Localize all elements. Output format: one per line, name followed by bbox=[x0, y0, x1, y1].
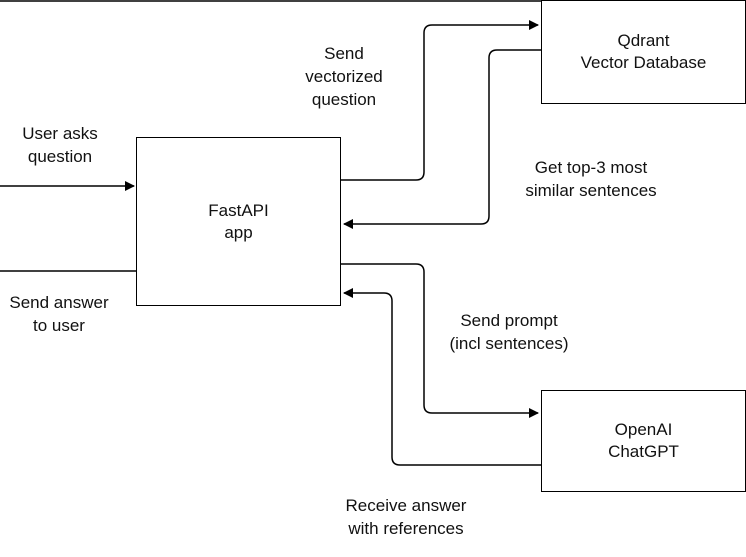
label-send-prompt-line1: Send prompt bbox=[460, 311, 558, 330]
label-user-asks-question: User asks question bbox=[2, 122, 118, 168]
qdrant-database-box: Qdrant Vector Database bbox=[541, 0, 746, 104]
label-get-top3-line2: similar sentences bbox=[525, 181, 657, 200]
arrow-qdrant-to-fastapi bbox=[343, 49, 541, 229]
label-send-vectorized-line2: vectorized bbox=[305, 67, 383, 86]
label-send-vectorized-line3: question bbox=[311, 90, 377, 109]
label-receive-answer: Receive answer with references bbox=[320, 494, 492, 540]
qdrant-box-line1: Qdrant bbox=[617, 31, 670, 50]
label-user-asks-line1: User asks bbox=[22, 124, 98, 143]
arrow-fastapi-to-openai bbox=[340, 263, 539, 418]
label-send-prompt: Send prompt (incl sentences) bbox=[430, 309, 588, 355]
openai-chatgpt-box: OpenAI ChatGPT bbox=[541, 390, 746, 492]
label-receive-answer-line1: Receive answer bbox=[345, 496, 467, 515]
fastapi-box-line2: app bbox=[224, 222, 253, 242]
label-user-asks-line2: question bbox=[27, 147, 93, 166]
openai-box-line2: ChatGPT bbox=[608, 442, 679, 461]
label-get-top3-line1: Get top-3 most bbox=[534, 158, 648, 177]
qdrant-box-line2: Vector Database bbox=[580, 53, 707, 72]
label-receive-answer-line2: with references bbox=[348, 519, 464, 538]
label-send-answer-line2: to user bbox=[33, 316, 85, 335]
label-send-answer-to-user: Send answer to user bbox=[0, 291, 118, 337]
arrow-fastapi-to-qdrant bbox=[340, 20, 539, 181]
label-get-top3-sentences: Get top-3 most similar sentences bbox=[505, 156, 677, 202]
fastapi-box-line1: FastAPI bbox=[208, 200, 269, 220]
label-send-vectorized-question: Send vectorized question bbox=[290, 42, 398, 111]
label-send-vectorized-line1: Send bbox=[324, 44, 364, 63]
openai-box-line1: OpenAI bbox=[614, 420, 673, 439]
fastapi-app-box: FastAPI app bbox=[136, 137, 341, 306]
label-send-prompt-line2: (incl sentences) bbox=[449, 334, 569, 353]
label-send-answer-line1: Send answer bbox=[9, 293, 109, 312]
arrow-openai-to-fastapi bbox=[343, 288, 541, 466]
